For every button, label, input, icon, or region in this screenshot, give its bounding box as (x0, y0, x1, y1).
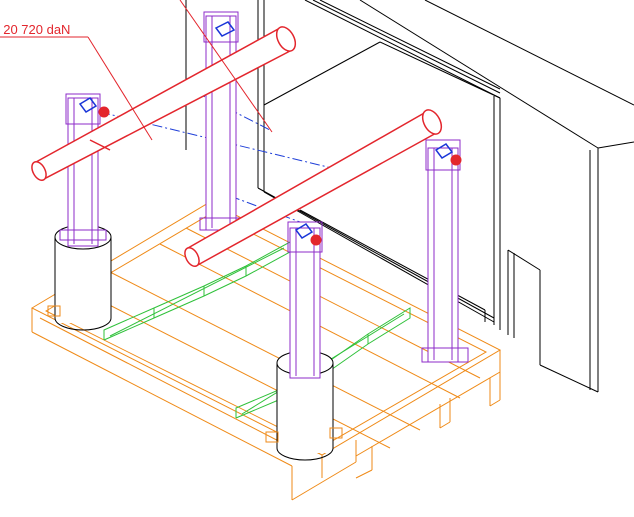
load-leader-line (87, 36, 153, 141)
building-side-block (507, 148, 599, 393)
pipes (31, 26, 443, 268)
pipe-lower (184, 109, 443, 268)
stand-back-middle (199, 11, 247, 231)
load-annotation: : 20 720 daN (0, 0, 273, 141)
stand-front (287, 221, 323, 379)
building-upper-wall (304, 0, 634, 149)
stands (59, 11, 469, 379)
stand-clamps (78, 21, 454, 239)
skids (103, 241, 411, 419)
pallet-inner-deck (44, 212, 488, 449)
building-door-frame (185, 0, 501, 330)
stand-back-left (59, 93, 110, 247)
stand-right (421, 139, 469, 363)
load-label: : 20 720 daN (0, 22, 70, 37)
load-leader-line-2 (179, 0, 273, 133)
pipe-upper (31, 26, 297, 182)
